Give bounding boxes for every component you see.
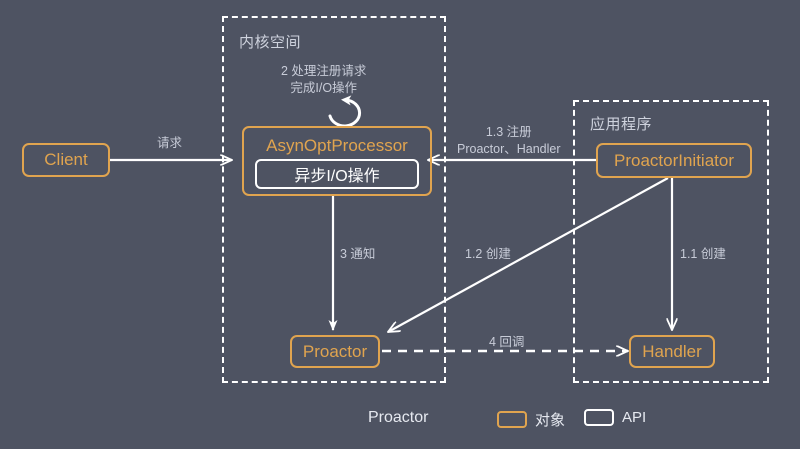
edge-label-create-handler: 1.1 创建	[680, 247, 726, 261]
node-async-io-operation[interactable]: 异步I/O操作	[255, 159, 419, 189]
node-handler[interactable]: Handler	[629, 335, 715, 368]
edge-label-notify: 3 通知	[340, 247, 376, 261]
container-application-title: 应用程序	[590, 116, 653, 133]
edge-label-create-proactor: 1.2 创建	[465, 247, 511, 261]
legend-item-object: 对象	[497, 409, 565, 430]
edge-label-self-loop: 2 处理注册请求 完成I/O操作	[281, 63, 366, 97]
edge-label-register: 1.3 注册 Proactor、Handler	[457, 124, 561, 158]
node-asyn-opt-processor-label: AsynOptProcessor	[266, 136, 408, 155]
edge-label-request: 请求	[157, 136, 183, 150]
legend-label-api: API	[622, 409, 647, 426]
edge-label-callback: 4 回调	[489, 335, 525, 349]
edge-label-self-loop-line1: 2 处理注册请求	[281, 64, 367, 78]
node-client[interactable]: Client	[22, 143, 110, 177]
node-asyn-opt-processor[interactable]: AsynOptProcessor	[242, 126, 432, 196]
node-proactor-initiator[interactable]: ProactorInitiator	[596, 143, 752, 178]
legend-swatch-api-icon	[584, 409, 614, 426]
edge-label-self-loop-line2: 完成I/O操作	[290, 80, 358, 95]
legend-title: Proactor	[368, 409, 429, 426]
edge-label-register-line2: Proactor、Handler	[457, 141, 561, 156]
edge-label-register-line1: 1.3 注册	[485, 125, 532, 139]
node-proactor[interactable]: Proactor	[290, 335, 380, 368]
legend-swatch-object-icon	[497, 411, 527, 428]
legend-item-api: API	[584, 409, 646, 426]
legend-label-object: 对象	[535, 412, 566, 429]
container-kernel-space-title: 内核空间	[239, 34, 302, 51]
